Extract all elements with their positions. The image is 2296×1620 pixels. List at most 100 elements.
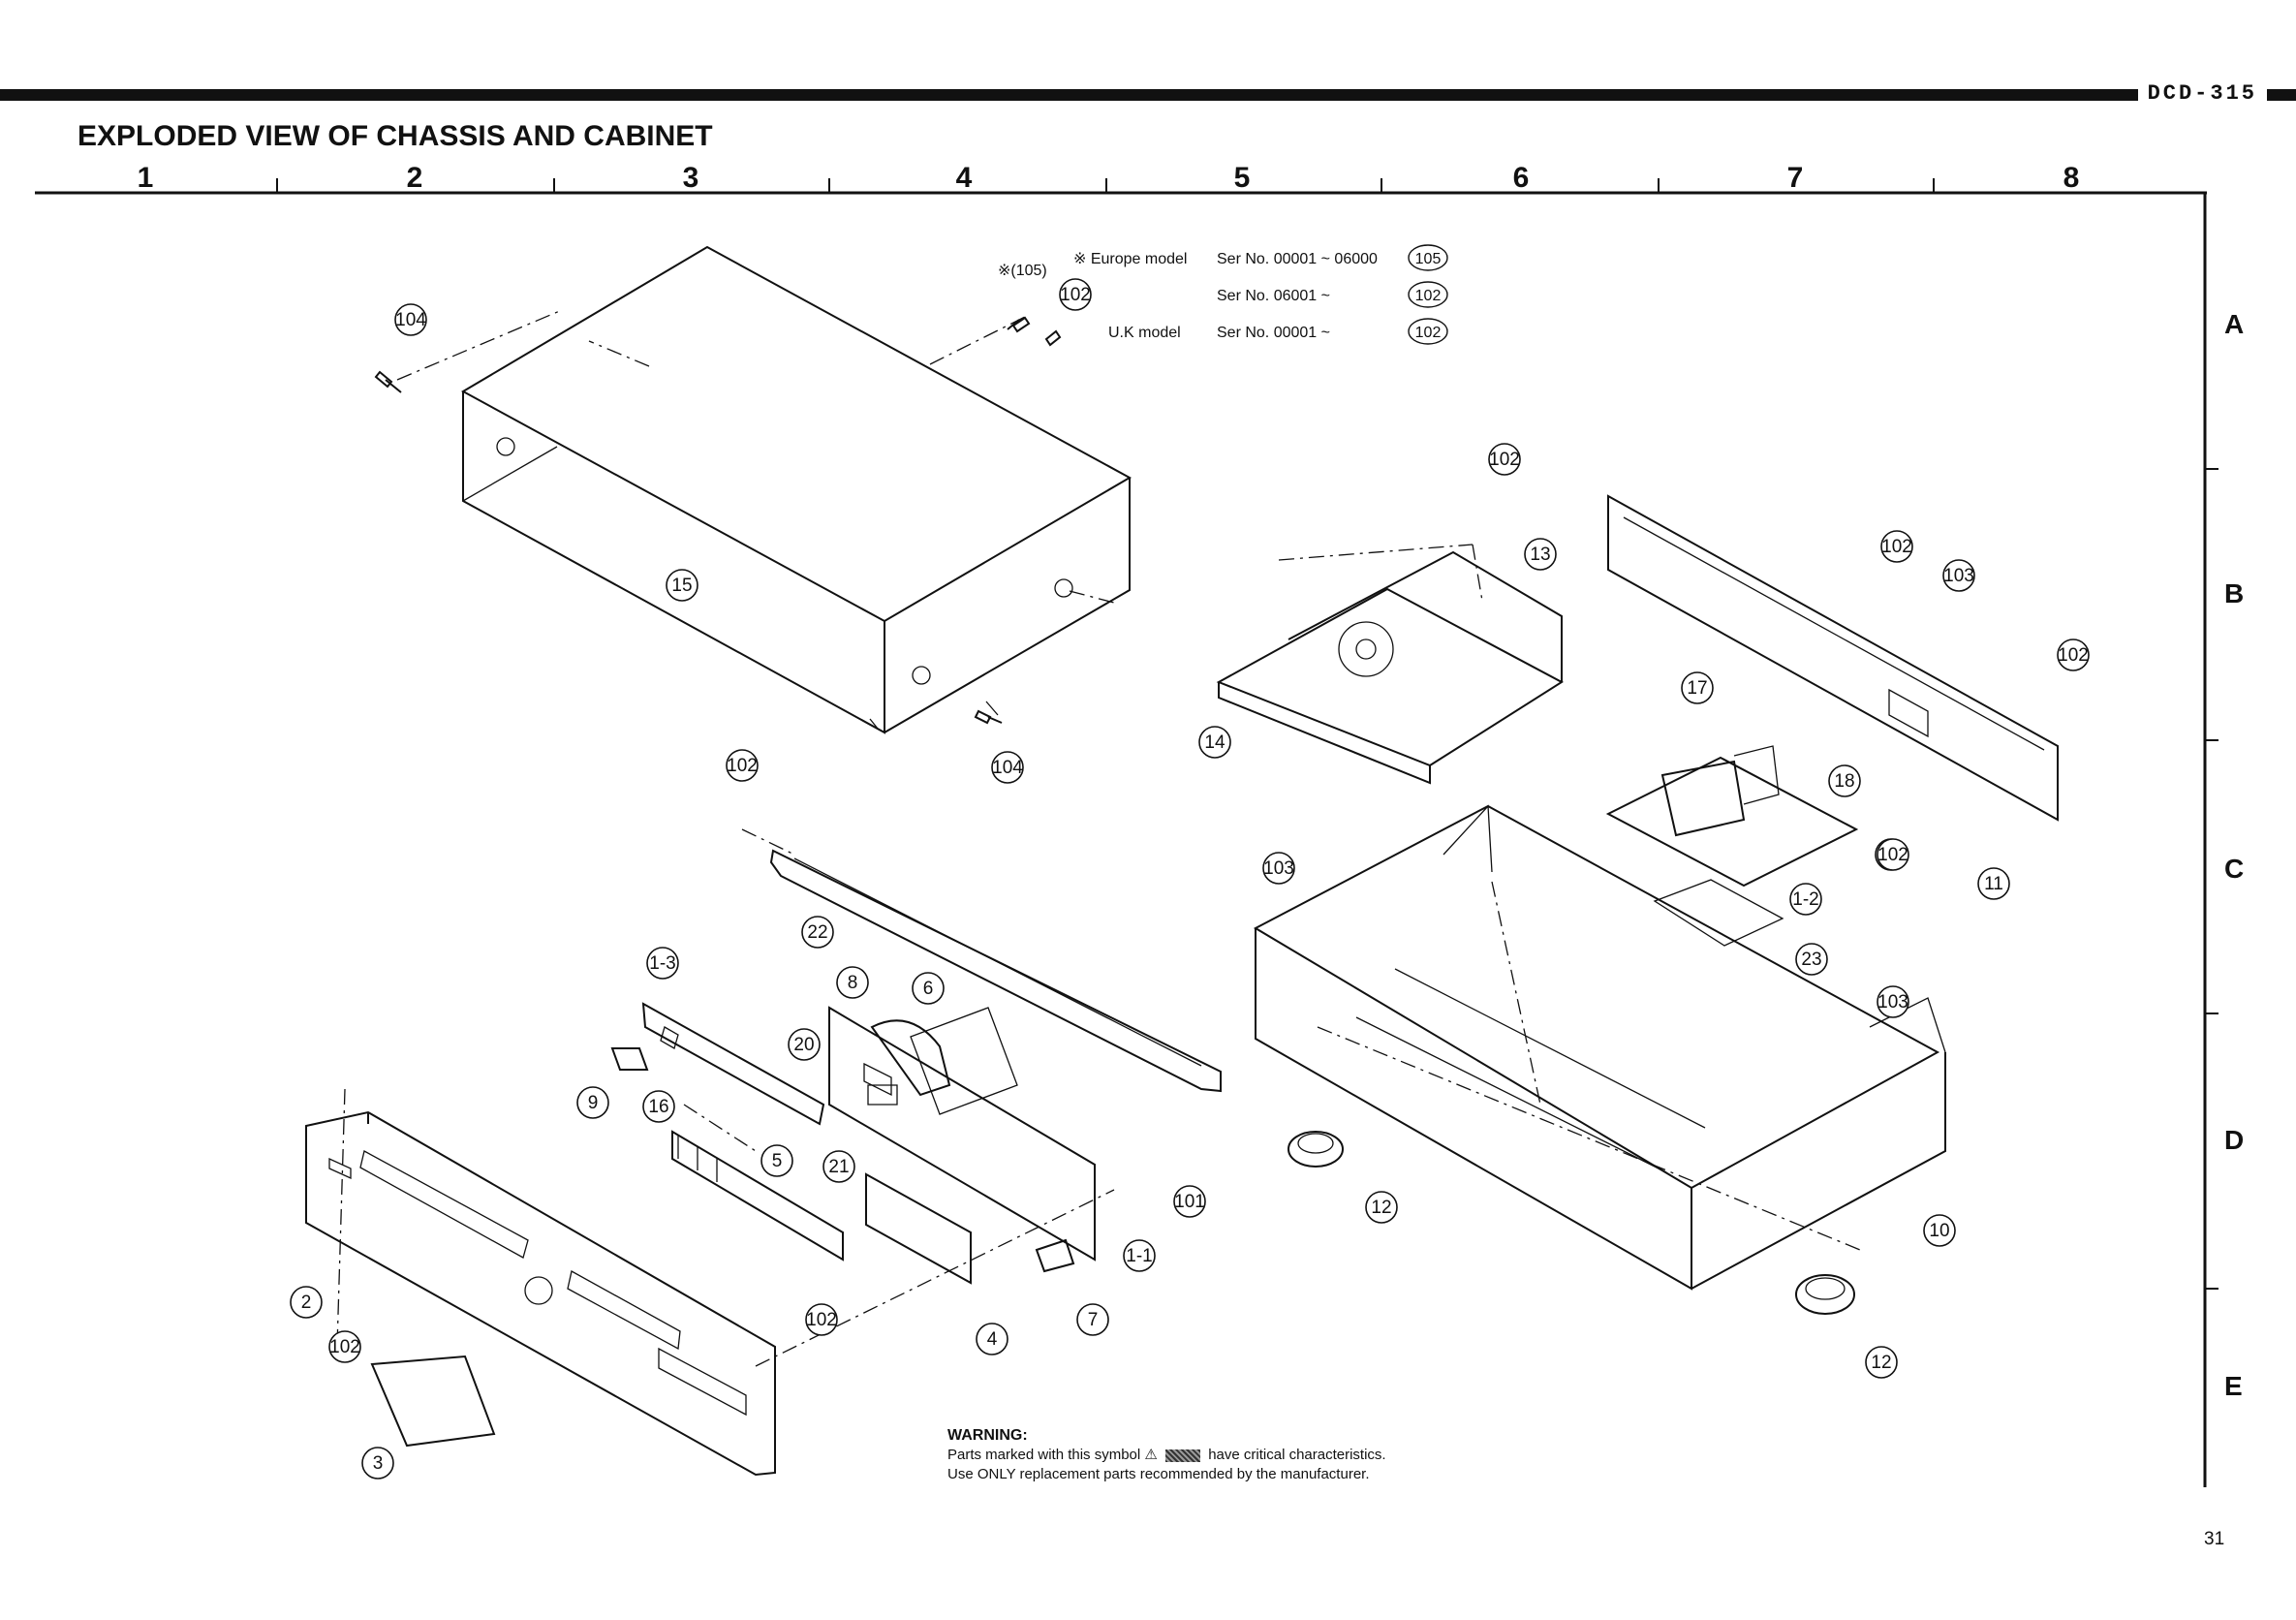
small-parts: [610, 1019, 1075, 1273]
callout-103: 103: [1262, 852, 1295, 885]
callout-14: 14: [1198, 726, 1231, 759]
callout-label: 102: [1881, 537, 1912, 557]
button-strip-4: [865, 1172, 972, 1285]
callout-102: 102: [1877, 838, 1909, 871]
callout-label: 104: [992, 758, 1023, 778]
callout-label: 22: [807, 922, 827, 943]
callout-label: 15: [671, 576, 692, 596]
callout-6: 6: [912, 972, 945, 1005]
callout-102: 102: [328, 1330, 361, 1363]
callout-label: 3: [373, 1453, 384, 1474]
top-cover: [396, 245, 1132, 734]
callout-13: 13: [1524, 538, 1557, 571]
screw-note-serial-2: Ser No. 06001 ~: [1217, 288, 1330, 304]
grid-column-8: 8: [2063, 162, 2080, 194]
screw-note-part-label: 105: [1415, 251, 1442, 267]
grid-row-E: E: [2224, 1371, 2243, 1401]
callout-21: 21: [822, 1150, 855, 1183]
callout-5: 5: [760, 1144, 793, 1177]
warning-heading: WARNING:: [947, 1427, 1028, 1444]
button-strip-5: [671, 1130, 844, 1262]
callout-12: 12: [1365, 1191, 1398, 1224]
callout-label: 8: [848, 973, 858, 993]
callout-label: 102: [727, 756, 758, 776]
grid-frame: [35, 178, 2218, 1487]
screw-note-serial-3: Ser No. 00001 ~: [1217, 325, 1330, 341]
callout-18: 18: [1828, 764, 1861, 797]
grid-row-C: C: [2224, 854, 2244, 884]
callout-10: 10: [1923, 1214, 1956, 1247]
callout-label: 2: [301, 1293, 312, 1313]
callout-label: 7: [1088, 1310, 1099, 1330]
callout-3: 3: [361, 1447, 394, 1480]
callout-103: 103: [1942, 559, 1975, 592]
callout-16: 16: [642, 1090, 675, 1123]
warning-triangle-icon: ⚠: [1144, 1447, 1158, 1463]
screw-note-part-label: 102: [1415, 325, 1442, 341]
callout-23: 23: [1795, 943, 1828, 976]
grid-column-6: 6: [1513, 162, 1530, 194]
page-number: 31: [2204, 1529, 2225, 1549]
warning-line-1-pre: Parts marked with this symbol: [947, 1447, 1141, 1463]
display-window: [370, 1355, 496, 1448]
callout-8: 8: [836, 966, 869, 999]
callout-label: 17: [1687, 678, 1707, 699]
screw-note-part-1: 105: [1408, 244, 1448, 271]
callout-label: 1-1: [1126, 1246, 1152, 1266]
callout-label: 104: [395, 310, 426, 330]
insulator-sheet: [1653, 879, 1784, 947]
screw-note-serial-1: Ser No. 00001 ~ 06000: [1217, 251, 1378, 267]
callout-22: 22: [801, 916, 834, 949]
callout-label: 102: [1060, 285, 1091, 305]
front-bracket: [741, 828, 1222, 1093]
callout-label: 102: [2058, 645, 2089, 666]
callout-104: 104: [991, 751, 1024, 784]
grid-column-1: 1: [138, 162, 154, 194]
callout-label: 10: [1929, 1221, 1949, 1241]
rear-panel: [1607, 494, 2059, 822]
callout-label: 4: [987, 1329, 998, 1350]
callout-17: 17: [1681, 671, 1714, 704]
callout-1-1: 1-1: [1123, 1239, 1156, 1272]
callout-label: 23: [1801, 950, 1821, 970]
grid-row-B: B: [2224, 578, 2244, 608]
grid-row-D: D: [2224, 1125, 2244, 1155]
warning-line-2: Use ONLY replacement parts recommended b…: [947, 1466, 1370, 1482]
callout-label: 102: [1877, 845, 1908, 865]
header-rule: [0, 89, 2296, 101]
model-number: DCD-315: [2137, 81, 2267, 106]
foot-rear: [1795, 1274, 1855, 1315]
callout-label: 1-2: [1792, 889, 1818, 910]
screw-note-part-3: 102: [1408, 318, 1448, 345]
callout-101: 101: [1173, 1185, 1206, 1218]
grid-column-7: 7: [1787, 162, 1804, 194]
callout-104: 104: [394, 303, 427, 336]
callout-20: 20: [788, 1028, 821, 1061]
callout-label: 21: [828, 1157, 849, 1177]
grid-column-2: 2: [407, 162, 423, 194]
callout-7: 7: [1076, 1303, 1109, 1336]
callout-label: 11: [1984, 874, 2003, 894]
grid-column-4: 4: [956, 162, 973, 194]
callout-label: 102: [329, 1337, 360, 1357]
grid-column-3: 3: [683, 162, 699, 194]
screw-note-model-3: U.K model: [1108, 325, 1181, 341]
part-callouts: 1041021041510213141021021031021718191021…: [290, 278, 2090, 1480]
callout-label: 14: [1204, 732, 1226, 753]
callout-label: 103: [1877, 992, 1908, 1012]
callout-102: 102: [1488, 443, 1521, 476]
callout-103: 103: [1877, 985, 1909, 1018]
callout-1-2: 1-2: [1789, 883, 1822, 916]
screw-note-mark: ※(105): [998, 263, 1047, 279]
front-panel: [305, 1088, 1115, 1477]
screw-note-part-label: 102: [1415, 288, 1442, 304]
callout-102: 102: [1880, 530, 1913, 563]
callout-label: 101: [1174, 1192, 1205, 1212]
callout-label: 103: [1263, 858, 1294, 879]
callout-label: 5: [772, 1151, 783, 1171]
cd-mechanism: [1216, 544, 1564, 785]
critical-hatch-swatch: [1165, 1449, 1201, 1462]
callout-label: 12: [1871, 1353, 1891, 1373]
screw-note-part-2: 102: [1408, 281, 1448, 308]
